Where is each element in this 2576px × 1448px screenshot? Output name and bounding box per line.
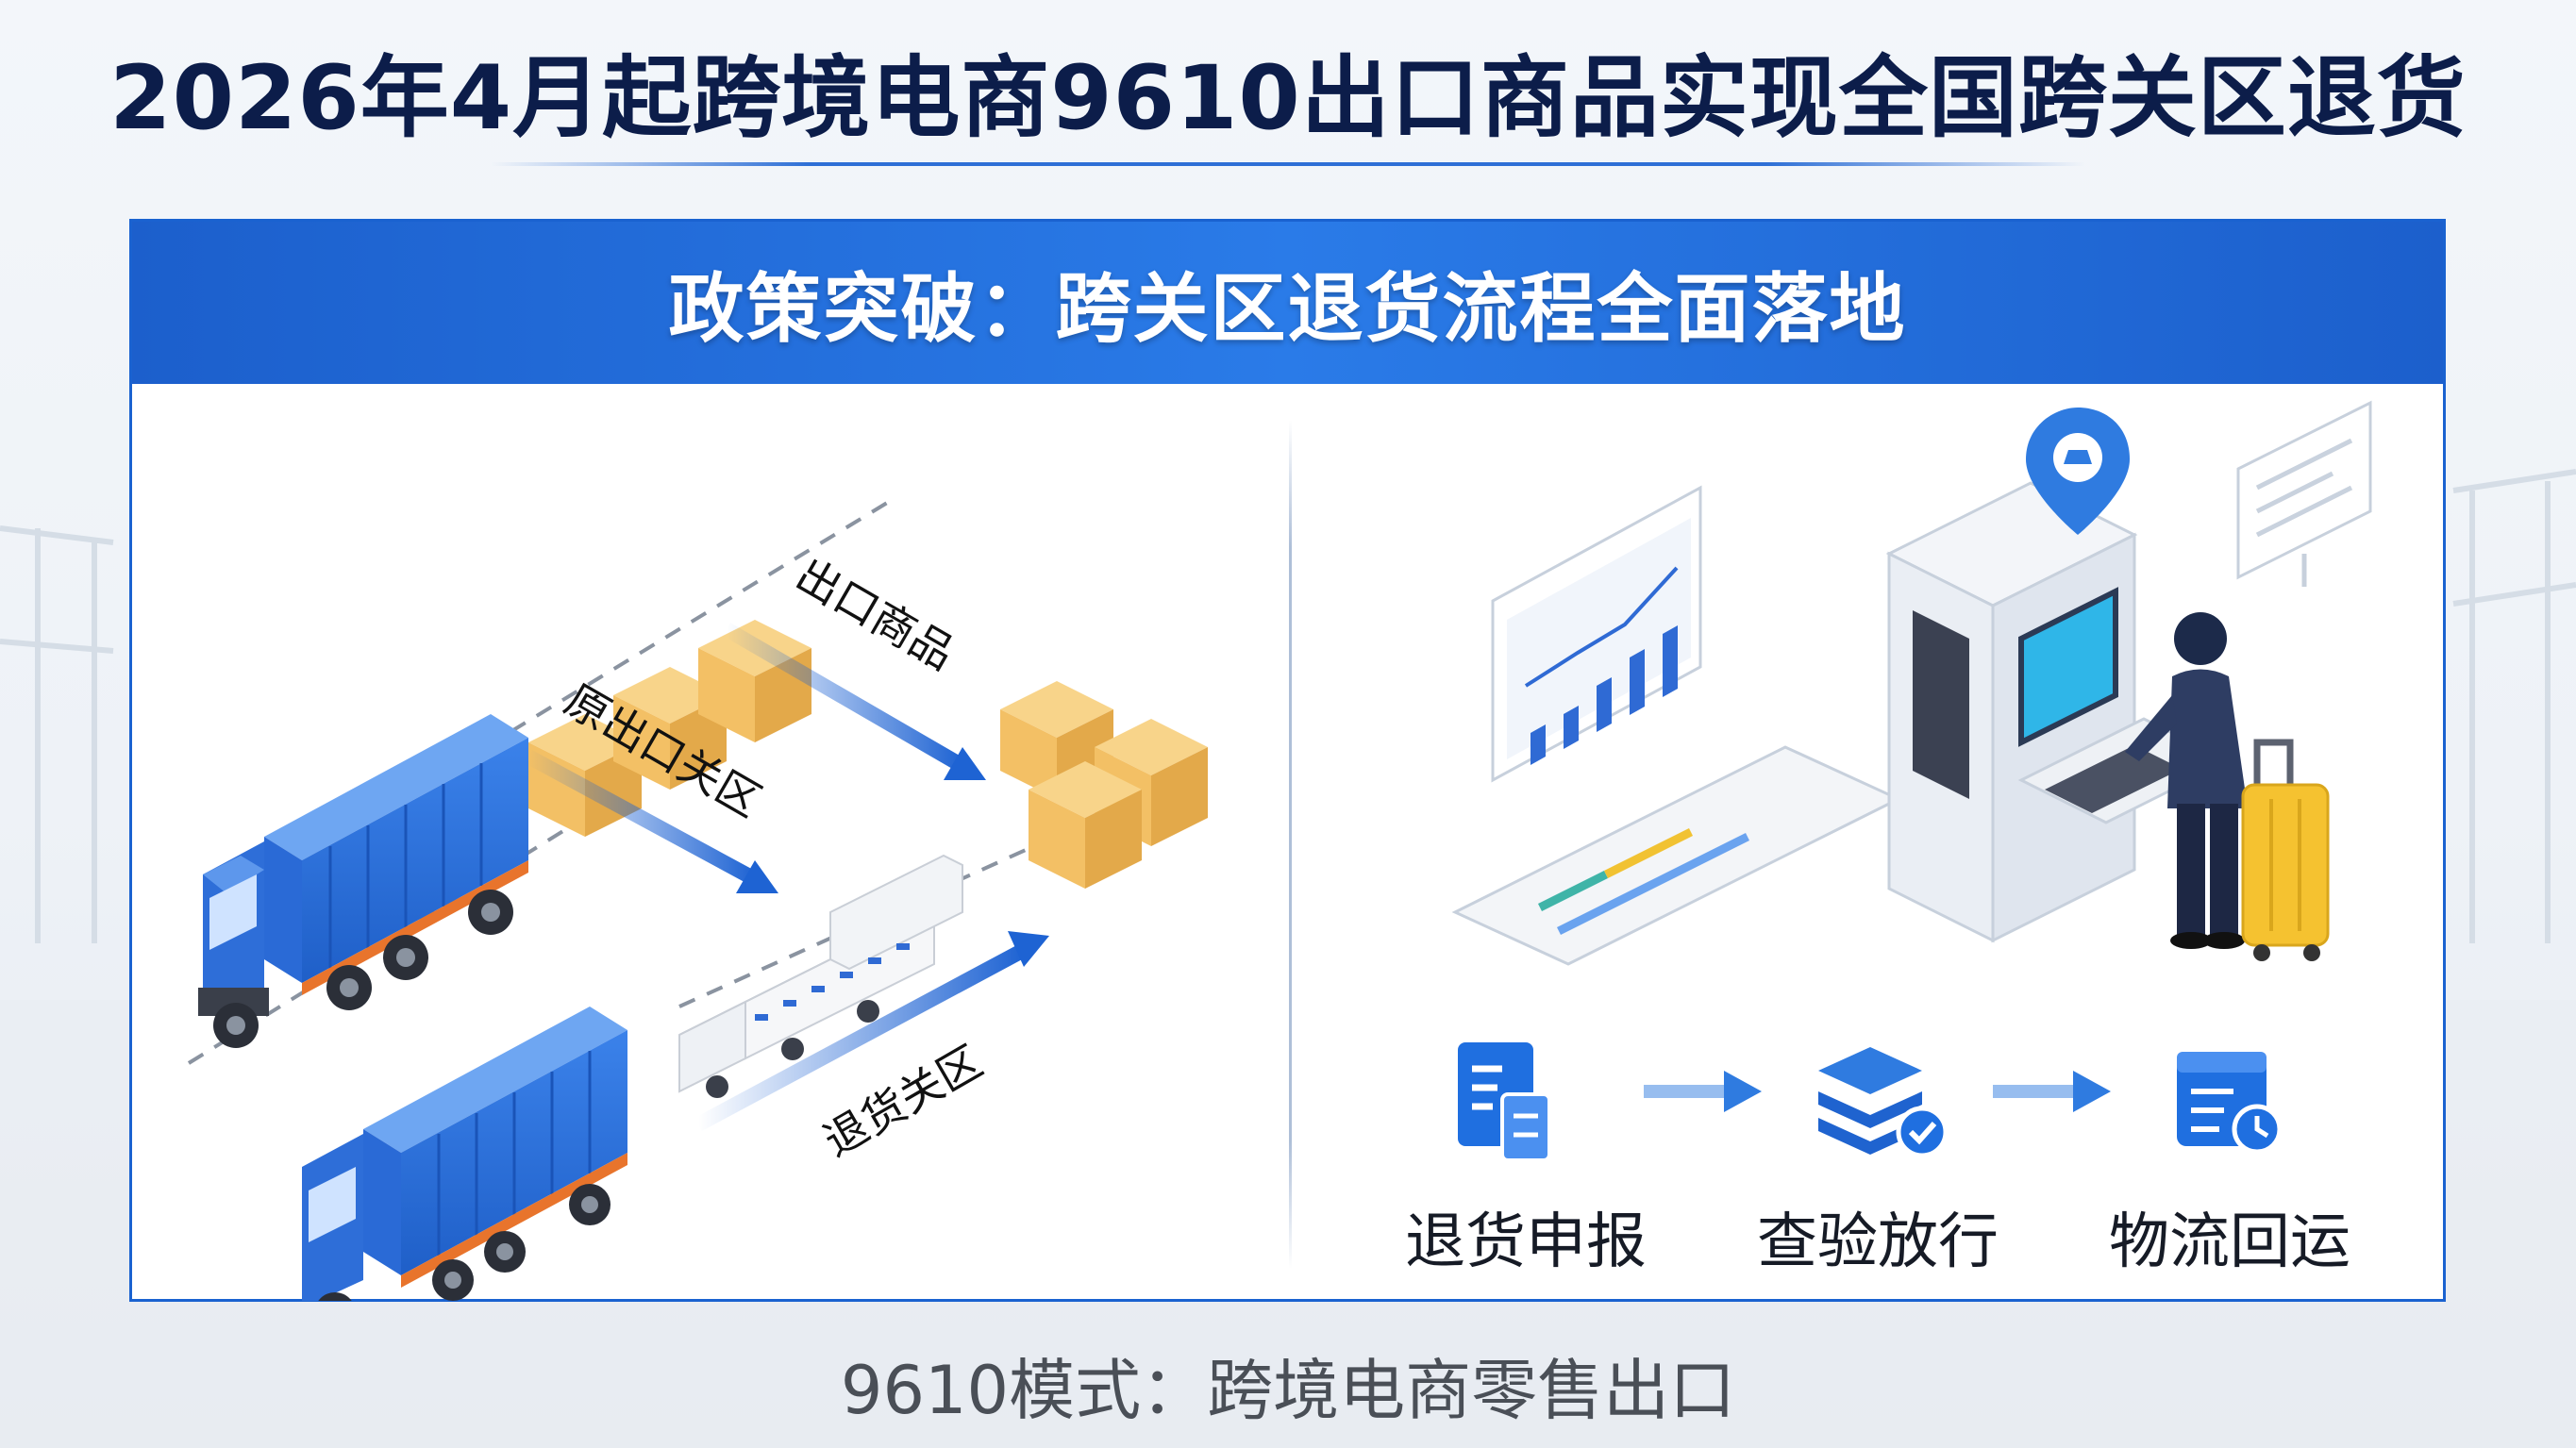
customs-server-tower [1885,481,2233,943]
customs-boundary-line-upper [328,495,898,843]
label-export-goods: 出口商品 [788,550,962,679]
customs-office-illustration [1451,400,2372,966]
location-pin-icon [2026,408,2130,535]
cargo-boxes-upper [528,620,811,837]
customs-officer [2125,612,2248,949]
panel-heading: 政策突破：跨关区退货流程全面落地 [668,265,1907,353]
title-underline [491,162,2085,166]
stack-check-icon [1818,1047,1949,1158]
page-title: 2026年4月起跨境电商9610出口商品实现全国跨关区退货 [109,47,2467,150]
footer-caption: 9610模式：跨境电商零售出口 [840,1352,1736,1429]
cross-customs-logistics-illustration: 出口商品 原出口关区 退货关区 [187,495,1208,1301]
cargo-boxes-destination [1000,681,1208,889]
origin-customs-arrow [525,749,778,893]
calendar-clock-icon [2177,1052,2283,1155]
container-truck-upper [198,714,528,1048]
suitcase-icon [2241,739,2330,961]
step-label-inspection-release: 查验放行 [1757,1207,1999,1277]
flow-arrow-2 [1993,1071,2111,1112]
policy-panel: 政策突破：跨关区退货流程全面落地 [129,219,2446,1302]
step-label-logistics-return: 物流回运 [2109,1207,2350,1277]
analytics-monitor [1451,485,1902,966]
freight-train [678,854,963,1098]
floating-form-screen [2236,400,2372,587]
return-customs-arrow [694,931,1049,1132]
panel-header: 政策突破：跨关区退货流程全面落地 [132,222,2443,384]
process-flow [1458,1042,2283,1162]
step-label-return-declaration: 退货申报 [1405,1207,1647,1277]
container-truck-lower [302,1007,627,1301]
document-form-icon [1458,1042,1551,1162]
panel-divider [1289,420,1292,1269]
flow-arrow-1 [1644,1071,1762,1112]
export-goods-arrow [722,623,986,780]
